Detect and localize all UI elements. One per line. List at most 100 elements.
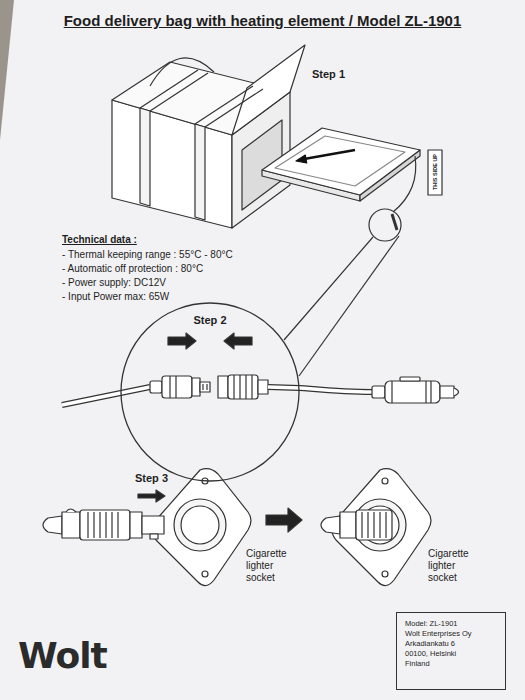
heating-pad	[262, 128, 442, 376]
spec-line: - Thermal keeping range : 55°C - 80°C	[62, 249, 233, 261]
connector-drawing	[162, 376, 192, 398]
step-label: Step 3	[135, 472, 168, 484]
address-box: Model: ZL-1901Wolt Enterprises OyArkadia…	[396, 612, 506, 690]
connector-drawing	[168, 333, 196, 349]
socket-drawing	[382, 571, 388, 577]
socket-drawing	[99, 512, 100, 538]
socket-drawing	[340, 512, 356, 538]
socket-drawing	[332, 469, 431, 586]
connector-drawing	[228, 375, 258, 399]
bag-drawing	[150, 73, 208, 111]
socket-drawing	[62, 512, 80, 538]
connector-drawing	[239, 375, 240, 399]
socket-drawing	[142, 516, 164, 534]
heating-pad	[299, 236, 399, 376]
address-line: Wolt Enterprises Oy	[405, 629, 497, 639]
heating-pad	[428, 150, 442, 195]
page-title: Food delivery bag with heating element /…	[0, 12, 525, 29]
connector-drawing	[62, 387, 150, 405]
socket-drawing	[80, 510, 130, 540]
socket-drawing	[385, 512, 386, 538]
bag-drawing	[150, 58, 214, 86]
connector-drawing	[385, 381, 440, 403]
socket-drawing	[117, 512, 118, 538]
heating-pad	[296, 155, 307, 163]
address-line: Finland	[405, 659, 497, 669]
spec-line: - Power supply: DC12V	[62, 277, 166, 289]
socket-drawing	[105, 512, 106, 538]
connector-drawing	[224, 333, 252, 349]
socket-drawing	[379, 512, 380, 538]
socket-drawing	[367, 512, 368, 538]
heating-pad	[393, 156, 416, 212]
socket-drawing	[130, 512, 142, 538]
socket-drawing	[43, 469, 431, 586]
connector-drawing	[245, 375, 246, 399]
heating-pad	[275, 136, 405, 186]
circle-outline	[120, 302, 300, 482]
spec-line: - Automatic off protection : 80°C	[62, 263, 203, 275]
socket-drawing	[321, 516, 340, 534]
connector-drawing	[391, 381, 392, 403]
socket-drawing	[87, 512, 88, 538]
bag-drawing	[140, 70, 198, 108]
bag-drawing	[195, 86, 253, 124]
connector-drawing	[200, 382, 210, 392]
heating-pad	[369, 209, 401, 241]
socket-drawing	[266, 508, 302, 532]
socket-drawing	[361, 512, 362, 538]
connector-drawing	[169, 376, 170, 398]
step-label: Step 2	[120, 314, 300, 326]
heating-pad	[262, 128, 420, 195]
heating-pad	[284, 237, 373, 340]
socket-drawing	[138, 490, 165, 502]
socket-drawing	[43, 516, 62, 534]
socket-drawing	[181, 506, 219, 544]
address-line: Model: ZL-1901	[405, 619, 497, 629]
socket-drawing	[356, 510, 392, 540]
socket-label: Cigarette lighter socket	[246, 548, 302, 584]
circle-outline	[121, 303, 299, 481]
connector-drawing	[233, 375, 234, 399]
socket-drawing	[152, 469, 251, 586]
connector-drawing	[454, 388, 459, 396]
connector-drawing	[372, 386, 385, 398]
bag-drawing	[232, 45, 305, 135]
step-label: Step 1	[312, 68, 345, 80]
connector-drawing	[400, 377, 420, 381]
connector-drawing	[425, 381, 426, 403]
bag-drawing	[195, 124, 205, 220]
socket-drawing	[66, 509, 76, 512]
table-edge	[0, 0, 14, 140]
bag-drawing	[140, 108, 150, 206]
heating-pad	[304, 150, 355, 159]
socket-drawing	[111, 512, 112, 538]
connector-drawing	[258, 380, 268, 394]
connector-drawing	[251, 375, 252, 399]
socket-drawing	[93, 512, 94, 538]
brand-logo: Wolt	[18, 636, 107, 676]
address-line: Arkadiankatu 6	[405, 639, 497, 649]
heating-pad	[392, 214, 397, 230]
socket-drawing	[382, 478, 388, 484]
spec-line: - Input Power max: 65W	[62, 291, 169, 303]
connector-drawing	[175, 376, 176, 398]
address-line: 00100, Helsinki	[405, 649, 497, 659]
bag-drawing	[112, 45, 305, 228]
connector-drawing	[206, 384, 207, 390]
connector-drawing	[62, 387, 150, 405]
socket-drawing	[354, 499, 406, 551]
connector-drawing	[268, 387, 372, 392]
socket-drawing	[150, 534, 158, 539]
socket-drawing	[174, 499, 226, 551]
warning-label: THIS SIDE UP	[432, 154, 439, 190]
socket-label: Cigarette lighter socket	[428, 548, 484, 584]
connector-drawing	[268, 387, 372, 392]
socket-drawing	[202, 571, 208, 577]
spec-heading: Technical data :	[62, 234, 137, 246]
connector-drawing	[202, 384, 203, 390]
connector-drawing	[430, 381, 431, 403]
